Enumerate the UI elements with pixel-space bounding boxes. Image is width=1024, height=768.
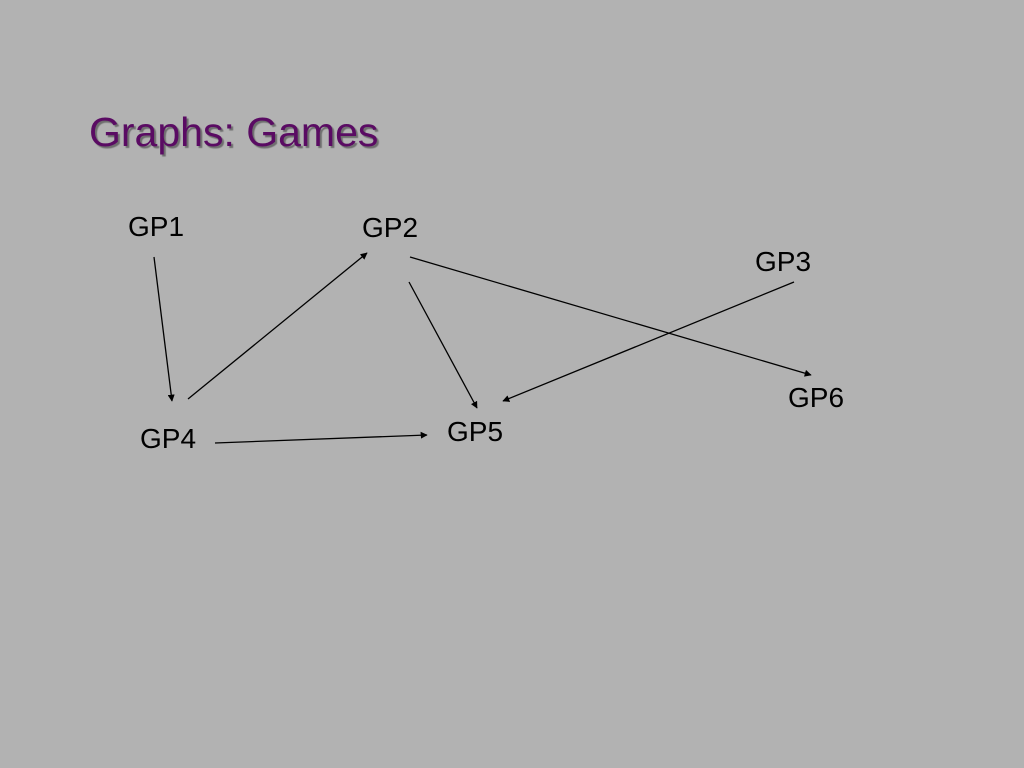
node-gp6: GP6 bbox=[788, 382, 845, 413]
node-gp4: GP4 bbox=[140, 423, 197, 454]
node-gp2: GP2 bbox=[362, 212, 419, 243]
edge-gp2-gp5 bbox=[408, 281, 478, 409]
edge-gp4-gp2 bbox=[187, 252, 368, 400]
node-gp3: GP3 bbox=[755, 246, 812, 277]
edge-gp1-gp4 bbox=[153, 256, 175, 402]
edge-gp2-gp6 bbox=[409, 256, 812, 377]
node-gp5: GP5 bbox=[447, 416, 504, 447]
edge-gp3-gp5 bbox=[502, 281, 795, 402]
edge-gp4-gp5 bbox=[214, 431, 428, 444]
node-gp1: GP1 bbox=[128, 211, 185, 242]
slide-title: Graphs: Games bbox=[89, 109, 379, 155]
